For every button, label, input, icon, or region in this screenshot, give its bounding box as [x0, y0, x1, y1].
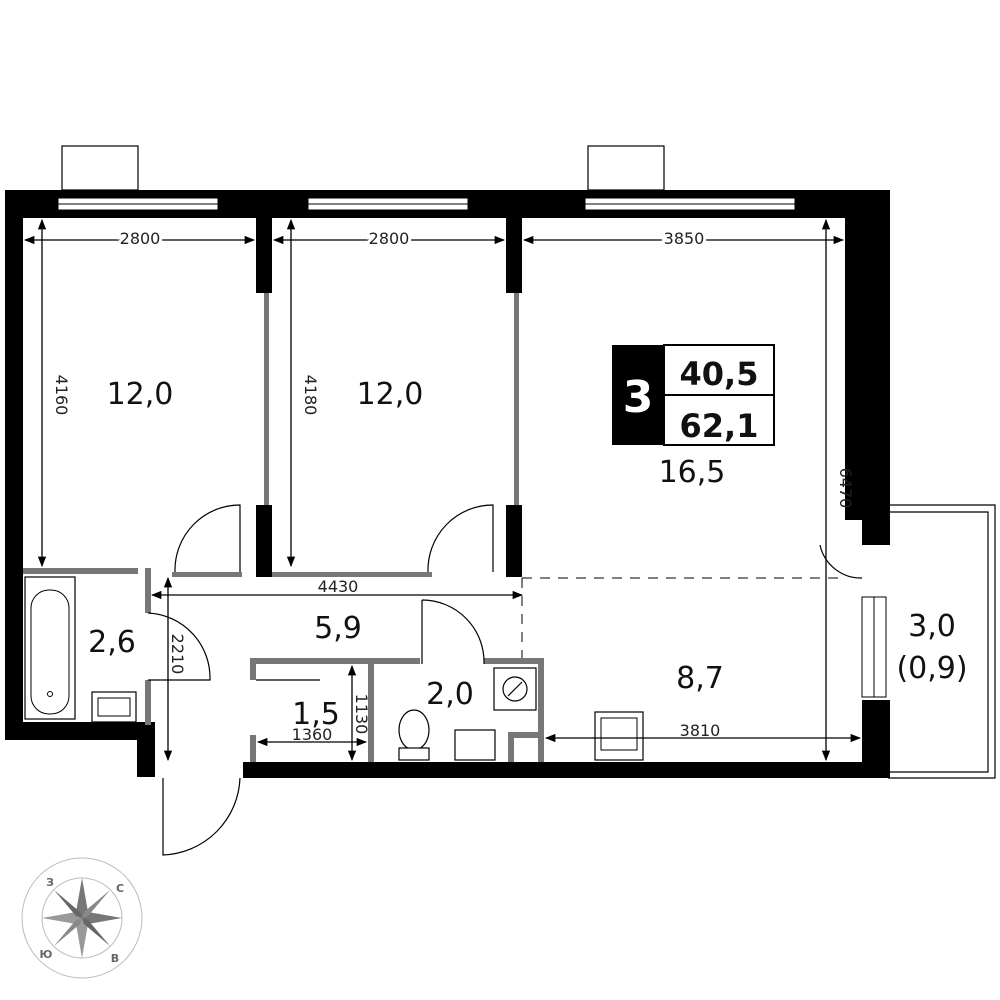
- interior-partitions: [23, 293, 544, 762]
- room-area-balcony-reduced: (0,9): [896, 651, 967, 686]
- doors: [147, 504, 863, 856]
- compass-south-label: Ю: [40, 948, 53, 961]
- dim-width-living: 3850: [664, 229, 705, 248]
- dim-width-closet: 1360: [292, 725, 333, 744]
- dim-height-bedroom-middle: 4180: [301, 375, 320, 416]
- compass-icon: З С Ю В: [21, 857, 143, 979]
- room-area-bedroom-left: 12,0: [107, 377, 174, 412]
- room-area-bathroom: 2,6: [88, 625, 136, 660]
- room-area-closet: 1,5: [292, 697, 340, 732]
- total-area: 62,1: [680, 407, 759, 445]
- room-area-living: 16,5: [659, 455, 726, 490]
- dim-width-hallway: 4430: [318, 577, 359, 596]
- dim-height-hallway: 2210: [168, 634, 187, 675]
- room-area-bedroom-middle: 12,0: [357, 377, 424, 412]
- rooms-count: 3: [623, 372, 654, 423]
- windows: [57, 145, 887, 698]
- compass-east-label: В: [111, 952, 119, 965]
- dim-width-bedroom-left: 2800: [120, 229, 161, 248]
- dim-width-bedroom-middle: 2800: [369, 229, 410, 248]
- sink-icon: [454, 729, 496, 761]
- dim-height-bedroom-left: 4160: [52, 375, 71, 416]
- dim-height-closet: 1130: [352, 694, 371, 735]
- compass-west-label: З: [46, 876, 54, 889]
- dimension-lines: [23, 218, 862, 762]
- room-area-hallway: 5,9: [314, 611, 362, 646]
- balcony: [888, 504, 996, 779]
- dim-width-kitchen: 3810: [680, 721, 721, 740]
- apartment-badge: 3 40,5 62,1: [612, 344, 775, 446]
- compass-north-label: С: [116, 882, 124, 895]
- living-area: 40,5: [680, 355, 759, 393]
- room-area-balcony: 3,0: [908, 609, 956, 644]
- toilet-icon: [398, 709, 430, 761]
- room-area-kitchen: 8,7: [676, 661, 724, 696]
- exterior-walls: [5, 190, 890, 778]
- dim-height-living: 6470: [836, 468, 855, 509]
- room-area-toilet: 2,0: [426, 677, 474, 712]
